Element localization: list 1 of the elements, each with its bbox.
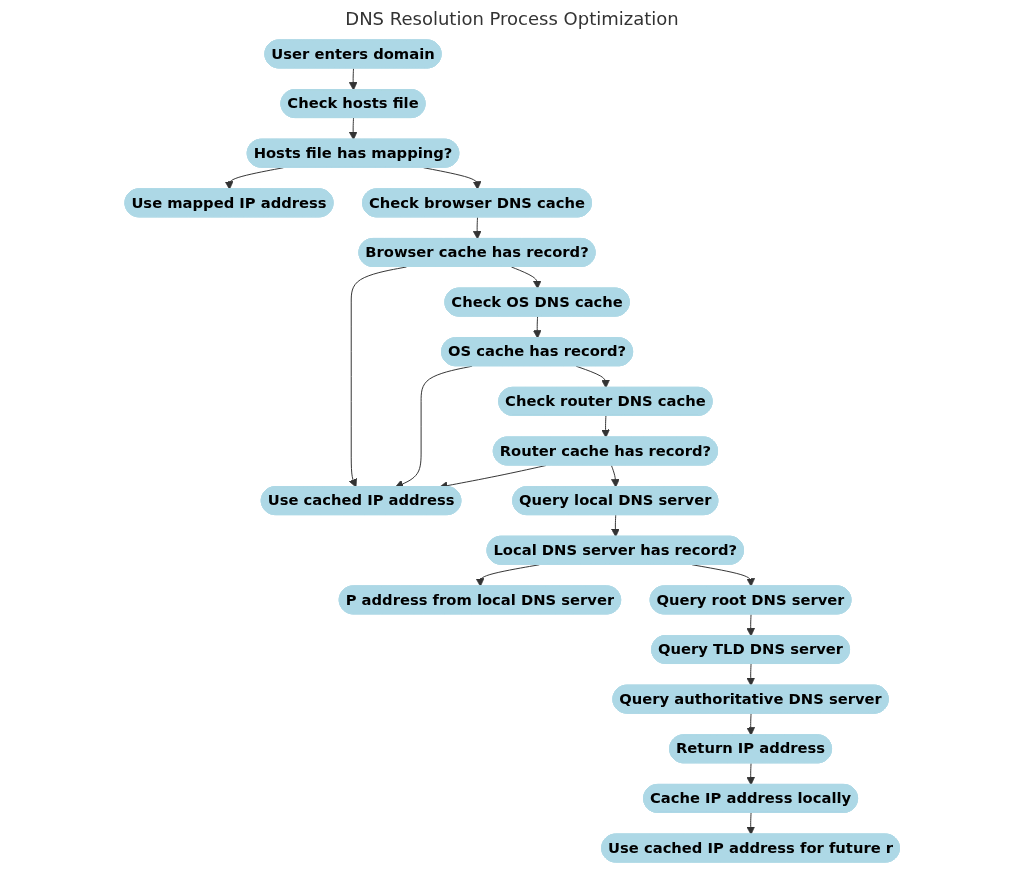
- diagram-title: DNS Resolution Process Optimization: [344, 8, 680, 29]
